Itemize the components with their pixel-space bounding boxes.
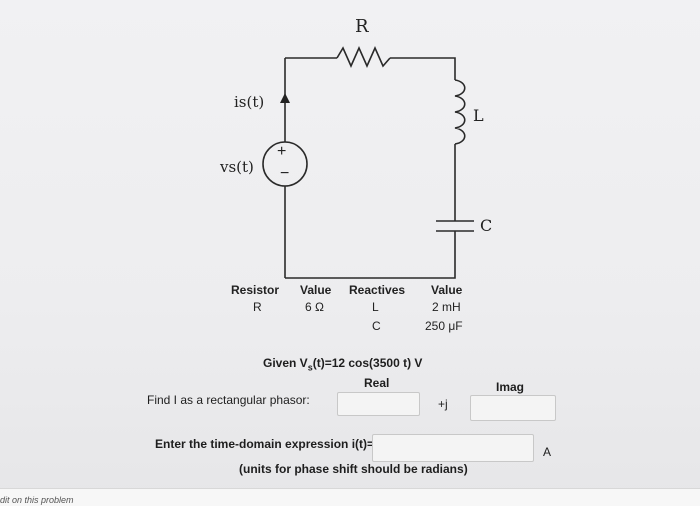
time-domain-hint: (units for phase shift should be radians… [239,462,468,476]
source-plus-sign: + [277,143,287,160]
time-domain-unit: A [543,445,552,459]
given-prefix: Given V [263,356,308,370]
real-column-label: Real [364,376,390,390]
time-domain-prompt: Enter the time-domain expression i(t)= [155,437,375,451]
given-subscript: s [307,362,313,373]
time-domain-input[interactable] [372,434,534,462]
table-capacitor-value: 250 μF [425,319,463,333]
table-inductor-value: 2 mH [432,300,461,314]
table-resistor-value: 6 Ω [305,300,324,314]
source-minus-sign: − [280,165,290,182]
voltage-source-circle [262,141,308,187]
resistor-label: R [355,16,369,37]
current-source-label: is(t) [234,93,265,111]
current-arrow-icon [280,93,290,103]
given-statement: Given Vs(t)=12 cos(3500 t) V [263,356,422,372]
table-resistor-name: R [253,300,262,314]
capacitor-label: C [480,216,493,235]
table-inductor-name: L [372,300,379,314]
imag-column-label: Imag [496,380,525,394]
voltage-source-label: vs(t) [220,158,254,176]
inductor-label: L [473,106,484,125]
wire-top-right [390,57,456,80]
table-header-value: Value [300,283,332,297]
table-capacitor-name: C [372,319,381,333]
wire-right-bottom [285,231,456,279]
bottom-toolbar [0,488,700,506]
phasor-imag-input[interactable] [470,395,556,421]
inductor-symbol [454,79,466,145]
edit-problem-link[interactable]: dit on this problem [0,495,74,505]
resistor-symbol [336,46,391,68]
table-header-value-2: Value [431,283,463,297]
phasor-prompt: Find I as a rectangular phasor: [147,393,310,407]
given-suffix: (t)=12 cos(3500 t) V [312,356,423,370]
table-header-reactives: Reactives [349,283,406,297]
table-header-resistor: Resistor [231,283,280,297]
plus-j-label: +j [438,397,448,411]
phasor-real-input[interactable] [337,392,420,416]
